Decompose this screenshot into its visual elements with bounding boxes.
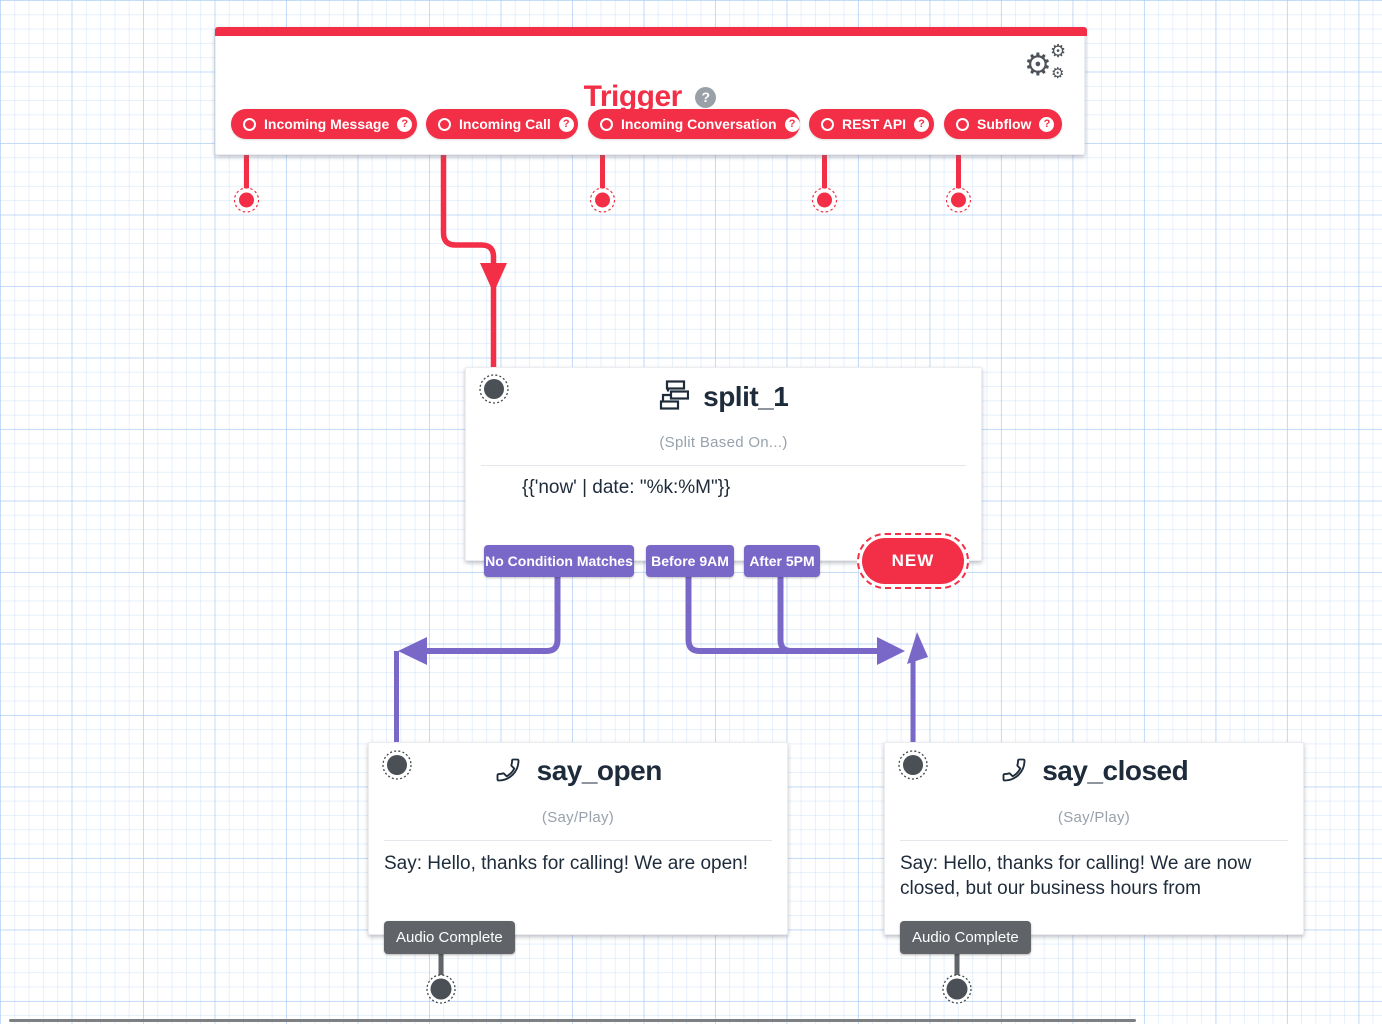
help-icon[interactable]: ? <box>558 116 574 132</box>
help-icon[interactable]: ? <box>1039 116 1055 132</box>
connector-split-to-say-open[interactable] <box>394 576 561 755</box>
trigger-help-icon[interactable]: ? <box>695 86 717 108</box>
trigger-event-label: Incoming Call <box>459 116 551 132</box>
audio-complete-stubs <box>438 952 960 978</box>
trigger-event-label: REST API <box>842 116 907 132</box>
new-transition-label: NEW <box>862 538 964 584</box>
say-message: Say: Hello, thanks for calling! We are o… <box>384 853 749 874</box>
gear-icon: ⚙ <box>1024 47 1052 83</box>
gear-icon: ⚙ <box>1050 41 1067 62</box>
trigger-accent-bar <box>215 27 1087 36</box>
transition-no-condition-matches[interactable]: No Condition Matches <box>484 545 634 577</box>
connector-split-to-say-closed[interactable] <box>685 576 929 755</box>
transition-after-5pm[interactable]: After 5PM <box>744 545 820 577</box>
transition-audio-complete[interactable]: Audio Complete <box>384 921 515 954</box>
split-expression: {{'now' | date: "%k:%M"}} <box>522 477 731 498</box>
radio-circle-icon <box>438 117 451 131</box>
phone-icon <box>496 758 520 782</box>
split-widget[interactable]: split_1 (Split Based On...) {{'now' | da… <box>465 367 982 589</box>
help-icon[interactable]: ? <box>397 116 413 132</box>
transition-audio-complete[interactable]: Audio Complete <box>900 921 1031 954</box>
phone-icon <box>1002 758 1026 782</box>
trigger-event-incoming-message[interactable]: Incoming Message ? <box>231 109 417 139</box>
say-open-widget[interactable]: say_open (Say/Play) Say: Hello, thanks f… <box>368 742 788 954</box>
radio-circle-icon <box>243 117 256 131</box>
widget-type-label: (Split Based On...) <box>659 434 788 451</box>
transition-before-9am[interactable]: Before 9AM <box>646 545 734 577</box>
help-icon[interactable]: ? <box>784 116 800 132</box>
trigger-event-label: Incoming Conversation <box>621 116 777 132</box>
radio-circle-icon <box>956 117 969 131</box>
say-message: Say: Hello, thanks for calling! We are n… <box>900 853 1252 899</box>
widget-name: say_open <box>536 755 663 786</box>
radio-circle-icon <box>821 117 834 131</box>
widget-type-label: (Say/Play) <box>541 809 615 826</box>
widget-name: split_1 <box>703 381 789 412</box>
trigger-widget[interactable]: Trigger ? ⚙ ⚙ ⚙ Incoming Message ? Incom… <box>215 27 1087 155</box>
trigger-event-label: Incoming Message <box>264 116 390 132</box>
new-transition-button[interactable]: NEW <box>857 533 969 589</box>
settings-gears-icon[interactable]: ⚙ ⚙ ⚙ <box>1024 40 1070 84</box>
trigger-event-label: Subflow <box>977 116 1032 132</box>
connector-incoming-call-to-split[interactable] <box>440 137 508 378</box>
divider <box>481 465 966 466</box>
trigger-title: Trigger <box>583 80 683 113</box>
trigger-event-incoming-conversation[interactable]: Incoming Conversation ? <box>588 109 800 139</box>
trigger-event-incoming-call[interactable]: Incoming Call ? <box>426 109 578 139</box>
divider <box>384 840 772 841</box>
widget-type-label: (Say/Play) <box>1057 809 1131 826</box>
widget-name: say_closed <box>1042 755 1189 786</box>
help-icon[interactable]: ? <box>914 116 930 132</box>
gear-icon: ⚙ <box>1051 64 1065 82</box>
split-icon <box>659 380 689 410</box>
radio-circle-icon <box>600 117 613 131</box>
trigger-event-subflow[interactable]: Subflow ? <box>944 109 1062 139</box>
say-closed-widget[interactable]: say_closed (Say/Play) Say: Hello, thanks… <box>884 742 1304 954</box>
trigger-event-rest-api[interactable]: REST API ? <box>809 109 934 139</box>
divider <box>900 840 1288 841</box>
offscreen-widget-edge <box>9 1019 1136 1022</box>
